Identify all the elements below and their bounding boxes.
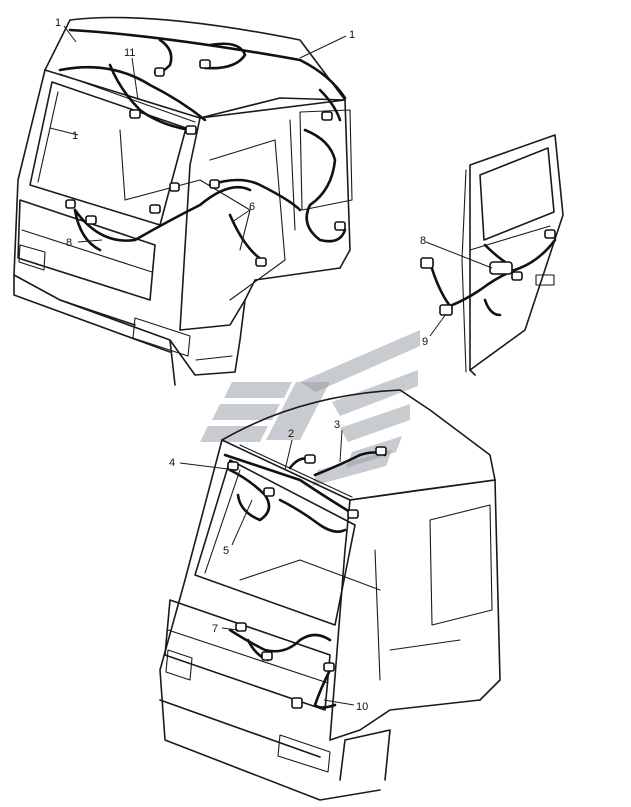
door-drawing (420, 134, 564, 376)
callout-labels: 1 1 1 11 6 8 8 9 2 3 4 5 7 10 (55, 17, 428, 713)
callout-8-cab: 8 (66, 237, 72, 249)
callout-8-door: 8 (420, 235, 426, 247)
callout-1-windscreen: 1 (72, 130, 78, 142)
upper-cab-drawing (13, 16, 353, 386)
callout-1-top-left: 1 (55, 17, 61, 29)
callout-9: 9 (422, 336, 428, 348)
callout-5: 5 (223, 545, 229, 557)
callout-4: 4 (169, 457, 175, 469)
callout-1-top-right: 1 (349, 29, 355, 41)
callout-7: 7 (212, 623, 218, 635)
callout-10: 10 (356, 701, 368, 713)
lower-cab-drawing (159, 389, 501, 801)
callout-11: 11 (124, 47, 135, 59)
watermark-logo (200, 330, 420, 486)
callout-2: 2 (288, 428, 294, 440)
callout-6: 6 (249, 201, 255, 213)
leader-lines (49, 25, 493, 706)
callout-3: 3 (334, 419, 340, 431)
